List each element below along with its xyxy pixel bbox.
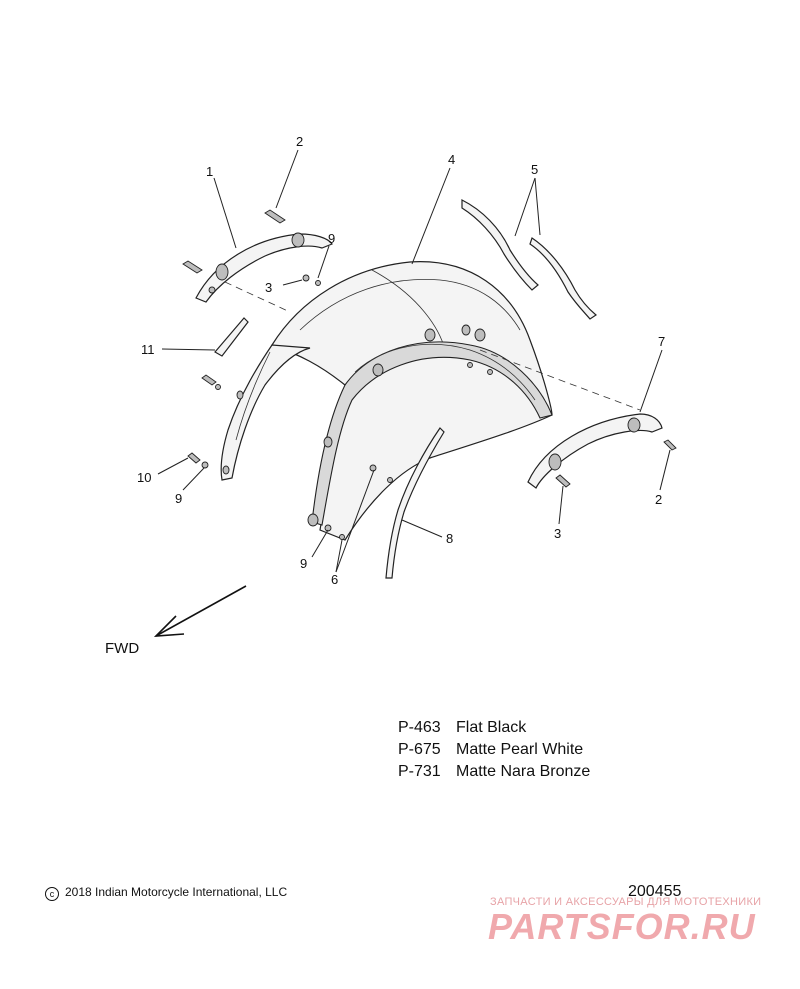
paint-code: P-463 xyxy=(398,719,441,736)
watermark-tagline: ЗАПЧАСТИ И АКСЕССУАРЫ ДЛЯ МОТОТЕХНИКИ xyxy=(490,896,762,908)
paint-code: P-675 xyxy=(398,741,441,758)
alignment-line-right xyxy=(479,349,641,411)
callout-5: 5 xyxy=(531,162,538,177)
callout-10: 10 xyxy=(137,470,151,485)
callout-4: 4 xyxy=(448,152,455,167)
rail-part-7 xyxy=(527,413,663,489)
callout-8: 8 xyxy=(446,531,453,546)
callout-9-left: 9 xyxy=(175,491,182,506)
copyright-notice: c 2018 Indian Motorcycle International, L… xyxy=(45,885,287,901)
trim-strip-11 xyxy=(214,317,249,357)
fender-body xyxy=(271,261,553,541)
trim-strip-5a xyxy=(461,199,539,291)
callout-2-top: 2 xyxy=(296,134,303,149)
legend-row: P-463 Flat Black xyxy=(398,717,590,739)
copyright-icon: c xyxy=(45,887,59,901)
left-side-rail xyxy=(220,344,311,481)
forward-direction-arrow xyxy=(153,585,247,637)
legend-row: P-675 Matte Pearl White xyxy=(398,739,590,761)
watermark-logo: PARTSFOR.RU xyxy=(488,906,756,947)
callout-1: 1 xyxy=(206,164,213,179)
diagram-number: 200455 xyxy=(628,883,682,900)
paint-color-legend: P-463 Flat Black P-675 Matte Pearl White P… xyxy=(398,717,590,783)
callout-7: 7 xyxy=(658,334,665,349)
leader-lines xyxy=(157,149,671,573)
paint-name: Flat Black xyxy=(456,719,527,736)
alignment-line-left xyxy=(224,281,291,313)
paint-name: Matte Pearl White xyxy=(456,741,584,758)
paint-code: P-731 xyxy=(398,763,441,780)
forward-label: FWD xyxy=(105,640,139,657)
trim-strip-8 xyxy=(385,427,445,579)
legend-row: P-731 Matte Nara Bronze xyxy=(398,761,590,783)
hardware xyxy=(182,209,677,540)
callout-6: 6 xyxy=(331,572,338,587)
paint-name: Matte Nara Bronze xyxy=(456,763,591,780)
callout-9-bottom: 9 xyxy=(300,556,307,571)
copyright-text: 2018 Indian Motorcycle International, LL… xyxy=(65,885,288,899)
callout-9-top: 9 xyxy=(328,231,335,246)
callout-2-right: 2 xyxy=(655,492,662,507)
trim-strip-5b xyxy=(529,237,598,320)
rail-part-1 xyxy=(195,232,333,303)
callout-3-right: 3 xyxy=(554,526,561,541)
callout-3-left: 3 xyxy=(265,280,272,295)
callout-11: 11 xyxy=(141,342,155,357)
